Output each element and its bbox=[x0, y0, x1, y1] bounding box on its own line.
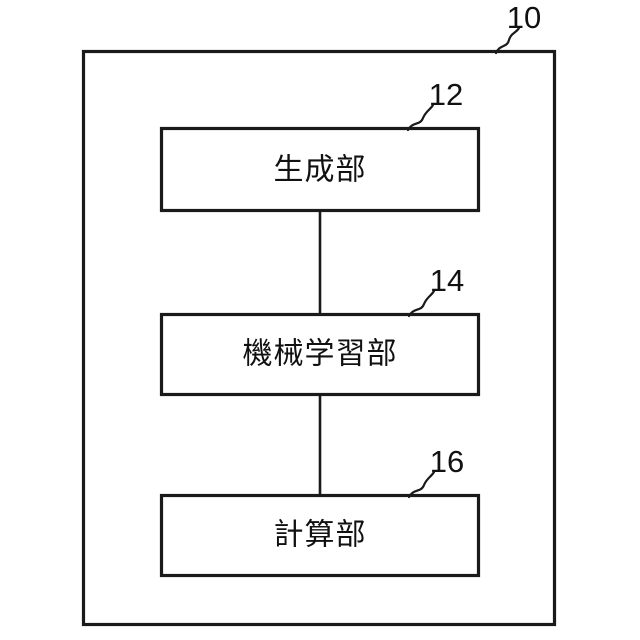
block-calculation-unit[interactable] bbox=[159, 493, 481, 578]
leader-line-10 bbox=[494, 26, 521, 55]
leader-line-14 bbox=[407, 289, 436, 318]
leader-line-12 bbox=[406, 103, 435, 132]
reference-numeral-12: 12 bbox=[429, 77, 463, 112]
reference-numeral-10: 10 bbox=[507, 0, 541, 35]
reference-numeral-16: 16 bbox=[430, 444, 464, 479]
block-machine-learning-unit[interactable] bbox=[159, 312, 481, 397]
block-generation-unit[interactable] bbox=[159, 126, 481, 213]
block-label-calculation-unit: 計算部 bbox=[274, 519, 367, 552]
block-label-generation-unit: 生成部 bbox=[274, 154, 367, 187]
reference-numeral-14: 14 bbox=[430, 263, 464, 298]
block-label-machine-learning-unit: 機械学習部 bbox=[243, 338, 398, 371]
leader-line-16 bbox=[407, 470, 436, 499]
